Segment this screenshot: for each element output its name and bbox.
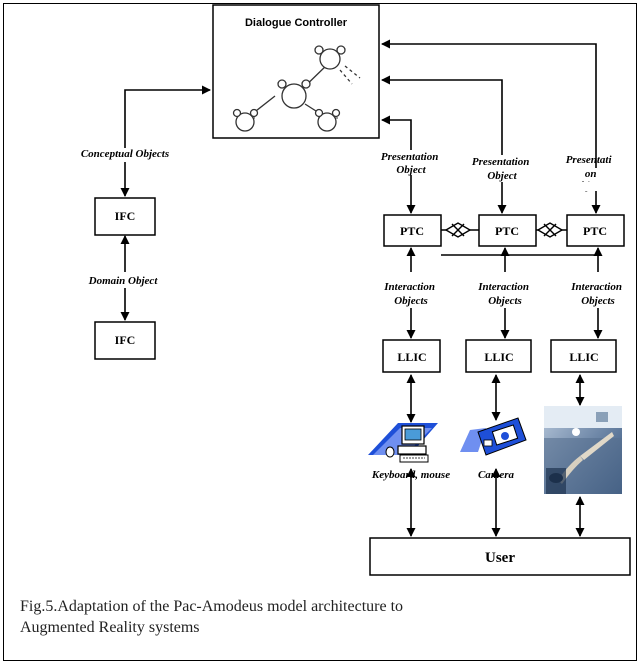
figure-caption: Fig.5.Adaptation of the Pac-Amodeus mode… — [20, 596, 540, 638]
presentation-connectors — [381, 39, 601, 214]
user-box: User — [369, 537, 631, 576]
presentation-object-2-label: Presentation Object — [472, 156, 532, 182]
computer-icon — [368, 423, 438, 463]
dialogue-controller-label: Dialogue Controller — [245, 17, 348, 29]
keyboard-mouse-label: Keyboard, mouse — [371, 469, 450, 481]
ptc-links — [441, 222, 567, 238]
conceptual-objects-label: Conceptual Objects — [81, 148, 169, 160]
user-label: User — [485, 550, 515, 566]
ifc-top-label: IFC — [115, 209, 136, 223]
llic-3-box: LLIC — [550, 339, 617, 373]
presentation-object-1-label: Presentation Object — [381, 151, 441, 176]
interaction-objects-3-label: Interaction Objects — [570, 281, 624, 307]
camera-icon — [460, 417, 527, 456]
interaction-connectors — [406, 247, 603, 339]
ifc-top-box: IFC — [94, 197, 156, 236]
interaction-objects-2-label: Interaction Objects — [477, 281, 531, 307]
video-frame-image — [544, 406, 622, 494]
dialogue-controller-box: Dialogue Controller — [212, 4, 380, 139]
llic-2-box: LLIC — [465, 339, 532, 373]
ptc-1-label: PTC — [400, 224, 424, 238]
label-clip — [556, 182, 626, 191]
llic-3-label: LLIC — [569, 350, 598, 364]
controller-tree-icon — [232, 45, 361, 132]
ifc-bottom-box: IFC — [94, 321, 156, 360]
interaction-objects-1-label: Interaction Objects — [383, 281, 437, 307]
ptc-3-box: PTC — [566, 214, 625, 247]
camera-label: Camera — [478, 469, 515, 481]
caption-line-1: Fig.5.Adaptation of the Pac-Amodeus mode… — [20, 598, 404, 615]
caption-line-2: Augmented Reality systems — [20, 619, 200, 636]
left-connectors — [120, 85, 211, 321]
ifc-bottom-label: IFC — [115, 333, 136, 347]
ptc-2-box: PTC — [478, 214, 537, 247]
ptc-3-label: PTC — [583, 224, 607, 238]
figure-frame — [3, 3, 637, 661]
ptc-1-box: PTC — [383, 214, 442, 247]
llic-1-box: LLIC — [382, 339, 441, 373]
domain-object-label: Domain Object — [88, 275, 159, 287]
ptc-2-label: PTC — [495, 224, 519, 238]
llic-2-label: LLIC — [484, 350, 513, 364]
llic-1-label: LLIC — [397, 350, 426, 364]
device-connectors — [406, 374, 585, 537]
